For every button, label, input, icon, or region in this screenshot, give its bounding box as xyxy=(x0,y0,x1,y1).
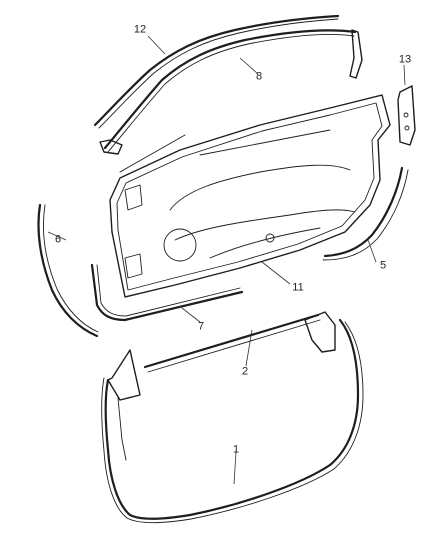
callout-8: 8 xyxy=(255,70,263,83)
part-12-roof-rail-weatherstrip xyxy=(93,14,340,129)
part-13-bracket xyxy=(397,85,416,146)
part-8-roof-rail-seal xyxy=(99,29,363,155)
callout-11: 11 xyxy=(292,281,304,294)
callout-6: 6 xyxy=(54,233,62,246)
part-2-frame-channel xyxy=(143,311,336,373)
callout-7: 7 xyxy=(197,320,205,333)
part-5-rear-seal xyxy=(322,166,409,261)
part-6-front-seal xyxy=(37,203,99,338)
callout-1: 1 xyxy=(232,443,240,456)
callout-2: 2 xyxy=(241,365,249,378)
part-7-belt-weatherstrip xyxy=(90,263,244,322)
callout-12: 12 xyxy=(133,23,147,36)
part-11-door-shell xyxy=(109,94,391,298)
callout-5: 5 xyxy=(379,259,387,272)
callout-13: 13 xyxy=(398,53,412,66)
leader-lines xyxy=(47,35,406,485)
part-1-door-seal xyxy=(101,318,364,524)
